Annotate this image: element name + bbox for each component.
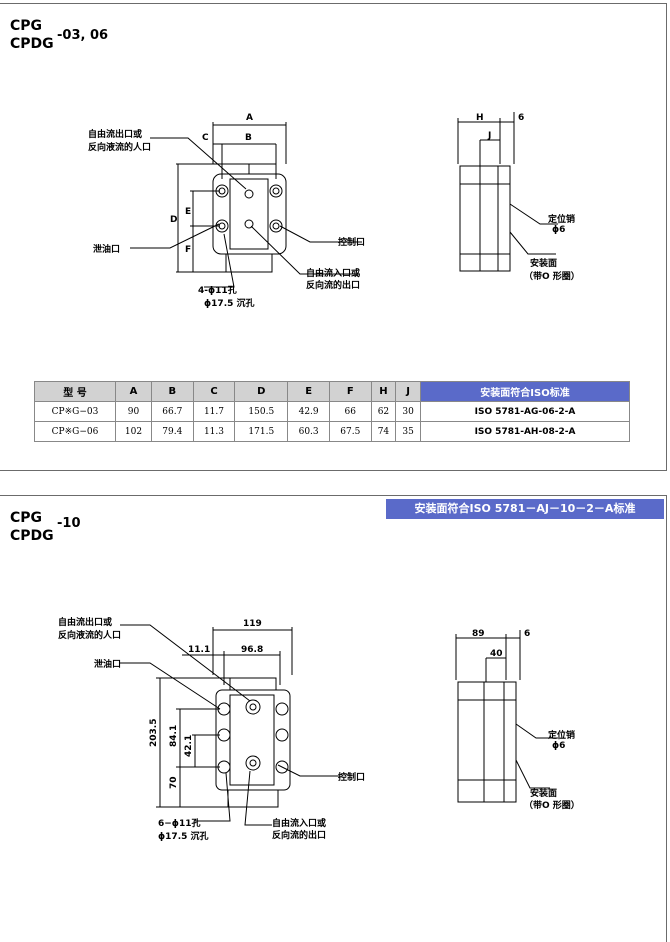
table-header-iso: 安装面符合ISO标准 — [420, 381, 630, 402]
table-header: F — [328, 381, 372, 402]
table-cell: 67.5 — [328, 421, 372, 442]
title-sizes: -10 — [57, 516, 81, 531]
panel-cpg-10: CPG CPDG -10 — [0, 495, 667, 942]
svg-text:70: 70 — [169, 776, 179, 789]
table-cell: 102 — [115, 421, 152, 442]
table-row: CP※G−03 90 66.7 11.7 150.5 42.9 66 62 30… — [34, 401, 630, 422]
table-header-row: 型 号 A B C D E F H J 安装面符合ISO标准 — [34, 381, 630, 402]
table-cell: 42.9 — [287, 401, 330, 422]
label-holes-2: 6−ϕ11孔 — [158, 819, 201, 829]
table-cell: 79.4 — [151, 421, 194, 442]
panel-cpg-03-06: CPG CPDG -03, 06 — [0, 3, 667, 471]
table-row: CP※G−06 102 79.4 11.3 171.5 60.3 67.5 74… — [34, 421, 630, 442]
table-cell: 11.7 — [192, 401, 236, 422]
svg-text:J: J — [487, 131, 491, 141]
title-sizes: -03, 06 — [57, 28, 109, 43]
label-drain: 泄油口 — [93, 245, 121, 255]
table-header: A — [115, 381, 152, 402]
label-pin-dia-2: ϕ6 — [552, 741, 566, 751]
table-cell: 150.5 — [234, 401, 289, 422]
label-control: 控制口 — [338, 238, 366, 248]
table-header: C — [192, 381, 236, 402]
svg-text:89: 89 — [472, 629, 485, 639]
title-cpg: CPG — [10, 18, 43, 34]
label-reverse-in: 反向液流的人口 — [88, 143, 152, 153]
svg-text:F: F — [185, 245, 191, 255]
svg-text:B: B — [245, 133, 252, 143]
table-cell: 35 — [395, 421, 421, 442]
table-header: D — [234, 381, 289, 402]
label-reverse-out: 反向流的出口 — [306, 281, 361, 291]
label-free-flow-out: 自由流出口或 — [88, 130, 143, 140]
table-cell: 11.3 — [192, 421, 236, 442]
label-pin-2: 定位销 — [548, 731, 576, 741]
svg-text:119: 119 — [243, 619, 262, 629]
label-mount-2: 安装面 — [530, 789, 558, 799]
table-header: B — [151, 381, 194, 402]
label-drain-2: 泄油口 — [94, 660, 122, 670]
table-header: J — [395, 381, 421, 402]
side-view-drawing-1: H J 6 — [457, 112, 558, 272]
table-header: H — [370, 381, 397, 402]
table-cell: CP※G−03 — [34, 401, 116, 422]
label-pin-dia: ϕ6 — [552, 225, 566, 235]
title-cpdg: CPDG — [10, 36, 54, 52]
table-cell: 66 — [328, 401, 372, 422]
table-cell: 90 — [115, 401, 152, 422]
iso-banner: 安装面符合ISO 5781－AJ－10－2－A标准 — [386, 499, 664, 519]
table-header: E — [287, 381, 330, 402]
label-oring: （带O 形圈） — [524, 272, 580, 282]
label-free-flow-in: 自由流入口或 — [306, 269, 361, 279]
table-cell: 60.3 — [287, 421, 330, 442]
title-cpg: CPG — [10, 510, 43, 526]
svg-text:84.1: 84.1 — [169, 725, 179, 747]
label-free-flow-out-2: 自由流出口或 — [58, 618, 113, 628]
svg-text:D: D — [170, 215, 177, 225]
label-pin: 定位销 — [548, 215, 576, 225]
svg-text:C: C — [202, 133, 209, 143]
table-cell-iso: ISO 5781-AH-08-2-A — [420, 421, 630, 442]
front-view-drawing-2: 119 11.1 96.8 203.5 84.1 42.1 70 — [120, 619, 340, 826]
svg-text:E: E — [185, 207, 191, 217]
svg-text:42.1: 42.1 — [184, 735, 194, 757]
table-cell: 66.7 — [151, 401, 194, 422]
label-counterbore: ϕ17.5 沉孔 — [204, 299, 255, 309]
svg-text:A: A — [246, 113, 253, 123]
table-cell: 62 — [370, 401, 397, 422]
table-cell: 30 — [395, 401, 421, 422]
svg-text:11.1: 11.1 — [188, 645, 210, 655]
title-cpdg: CPDG — [10, 528, 54, 544]
svg-text:203.5: 203.5 — [149, 719, 159, 747]
table-cell-iso: ISO 5781-AG-06-2-A — [420, 401, 630, 422]
label-control-2: 控制口 — [338, 773, 366, 783]
label-free-flow-in-2: 自由流入口或 — [272, 819, 327, 829]
table-header: 型 号 — [34, 381, 116, 402]
table-cell: 171.5 — [234, 421, 289, 442]
svg-text:40: 40 — [490, 649, 503, 659]
side-view-drawing-2: 89 40 6 — [455, 629, 558, 803]
svg-text:H: H — [476, 113, 484, 123]
front-view-drawing-1: A B C D E F — [130, 113, 362, 288]
label-reverse-in-2: 反向液流的人口 — [58, 631, 122, 641]
table-cell: 74 — [370, 421, 397, 442]
label-reverse-out-2: 反向流的出口 — [272, 831, 327, 841]
svg-text:6: 6 — [524, 629, 530, 639]
label-holes: 4-ϕ11孔 — [198, 286, 237, 296]
label-oring-2: （带O 形圈） — [524, 801, 580, 811]
label-counterbore-2: ϕ17.5 沉孔 — [158, 832, 209, 842]
svg-text:6: 6 — [518, 113, 524, 123]
table-cell: CP※G−06 — [34, 421, 116, 442]
spec-table: 型 号 A B C D E F H J 安装面符合ISO标准 CP※G−03 9… — [34, 381, 630, 442]
svg-text:96.8: 96.8 — [241, 645, 263, 655]
label-mount: 安装面 — [530, 259, 558, 269]
